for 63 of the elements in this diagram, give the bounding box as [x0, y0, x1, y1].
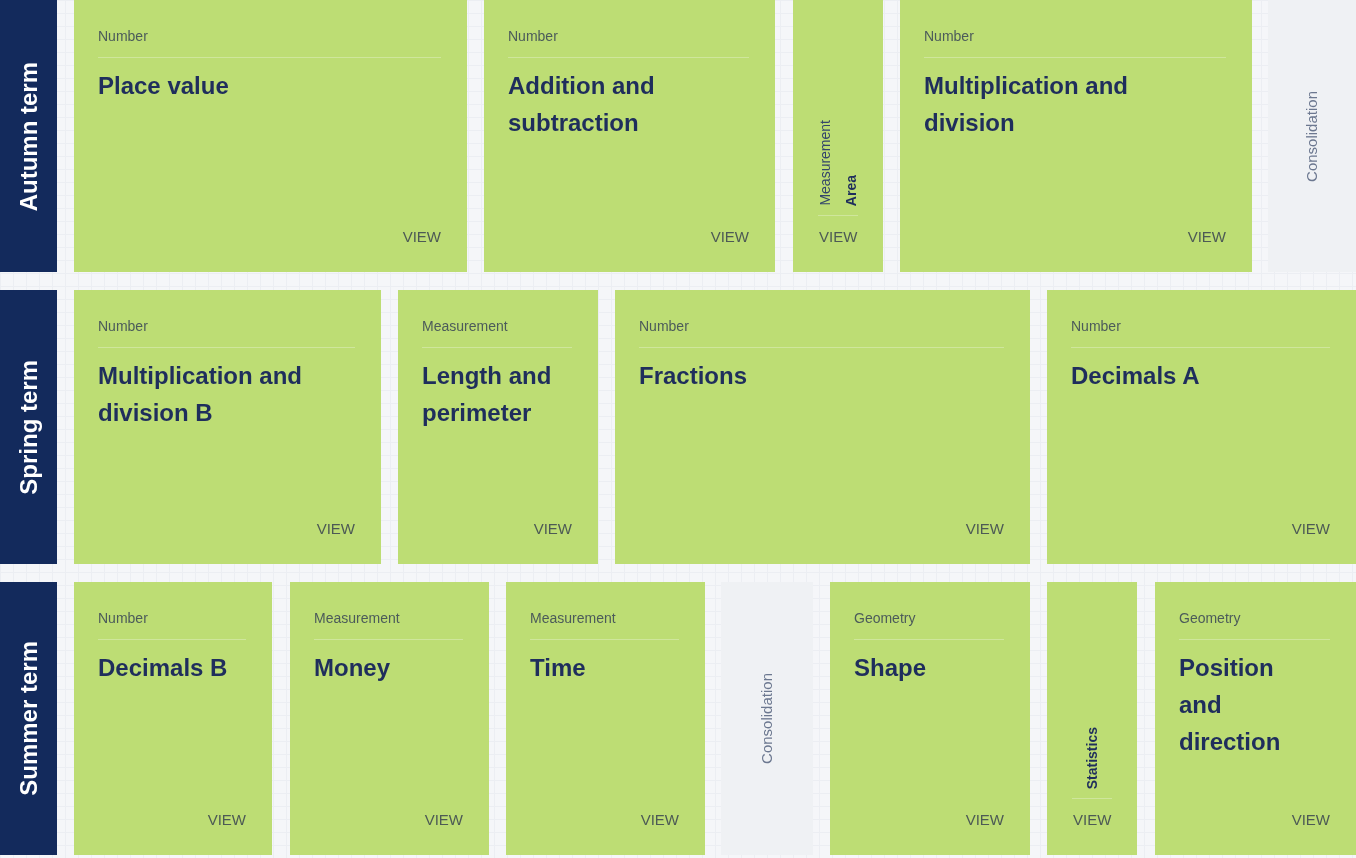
- consolidation-label: Consolidation: [1303, 90, 1321, 182]
- term-band: [0, 582, 57, 855]
- category-label: Measurement: [422, 318, 508, 335]
- view-link: VIEW: [1187, 228, 1226, 246]
- topic-title: Decimals B: [98, 653, 229, 683]
- topic-card: [398, 290, 598, 564]
- topic-card: [1047, 290, 1356, 564]
- view-link: VIEW: [533, 520, 572, 538]
- view-link: VIEW: [424, 811, 463, 829]
- topic-title: Addition and subtraction: [508, 71, 656, 138]
- topic-title: Money: [314, 653, 391, 683]
- term-band: [0, 0, 57, 272]
- view-link: VIEW: [1291, 811, 1330, 829]
- category-label: Measurement: [530, 610, 616, 627]
- term-label: Autumn term: [14, 61, 43, 211]
- view-link: VIEW: [819, 228, 858, 246]
- topic-card: [900, 0, 1252, 272]
- topic-card: [1155, 582, 1356, 855]
- view-link: VIEW: [965, 520, 1004, 538]
- view-link: VIEW: [1291, 520, 1330, 538]
- view-link: VIEW: [316, 520, 355, 538]
- topic-title: Multiplication and division B: [98, 361, 303, 428]
- topic-title: Position and direction: [1179, 653, 1282, 757]
- view-link: VIEW: [402, 228, 441, 246]
- topic-card: [74, 582, 272, 855]
- topic-title: Multiplication and division: [924, 71, 1129, 138]
- topic-title: Fractions: [639, 361, 749, 391]
- topic-title: Shape: [854, 653, 928, 683]
- topic-card: [615, 290, 1030, 564]
- category-label: Number: [639, 318, 689, 335]
- category-label: Measurement: [314, 610, 400, 627]
- category-label: Measurement: [817, 120, 833, 206]
- view-link: VIEW: [207, 811, 246, 829]
- topic-card: [830, 582, 1030, 855]
- topic-card: [484, 0, 775, 272]
- topic-title: Length and perimeter: [422, 361, 553, 428]
- topic-card: [74, 0, 467, 272]
- category-label: Number: [924, 28, 974, 45]
- category-label: Number: [98, 28, 148, 45]
- topic-title: Statistics: [1084, 726, 1100, 789]
- term-label: Summer term: [14, 641, 43, 796]
- term-label: Spring term: [14, 359, 43, 495]
- topic-title: Time: [530, 653, 587, 683]
- topic-card: [74, 290, 381, 564]
- topic-card: [793, 0, 883, 272]
- category-label: Number: [98, 610, 148, 627]
- view-link: VIEW: [710, 228, 749, 246]
- topic-card: [290, 582, 489, 855]
- category-label: Number: [508, 28, 558, 45]
- topic-card: [506, 582, 705, 855]
- category-label: Geometry: [854, 610, 916, 627]
- topic-title: Area: [843, 174, 859, 206]
- category-label: Geometry: [1179, 610, 1241, 627]
- view-link: VIEW: [1073, 811, 1112, 829]
- topic-title: Place value: [98, 71, 230, 101]
- category-label: Number: [98, 318, 148, 335]
- topic-title: Decimals A: [1071, 361, 1201, 391]
- view-link: VIEW: [640, 811, 679, 829]
- view-link: VIEW: [965, 811, 1004, 829]
- category-label: Number: [1071, 318, 1121, 335]
- topic-card: [1047, 582, 1137, 855]
- consolidation-label: Consolidation: [758, 673, 776, 764]
- term-band: [0, 290, 57, 564]
